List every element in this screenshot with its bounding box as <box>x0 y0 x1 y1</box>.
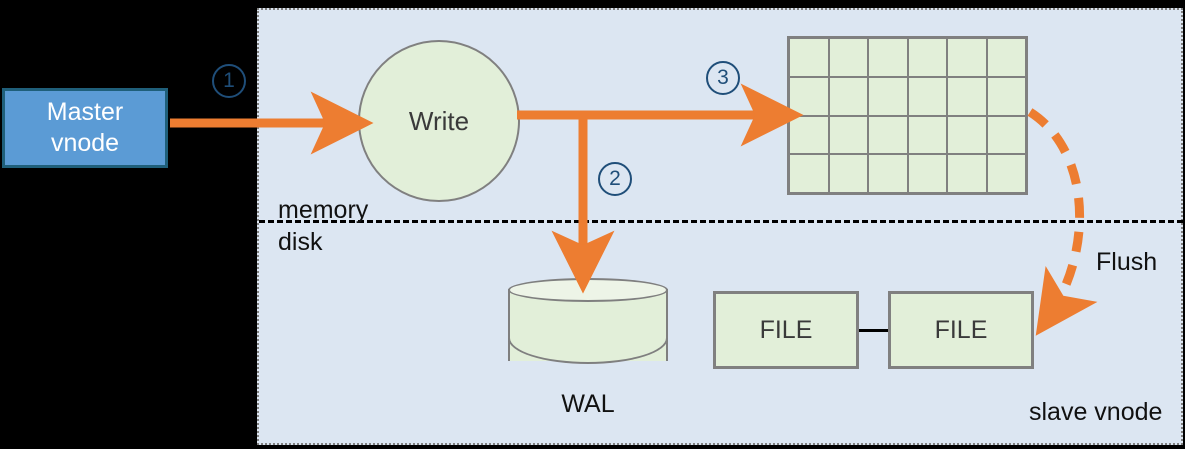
master-vnode-label-line2: vnode <box>50 129 120 157</box>
wal-cylinder <box>508 278 668 372</box>
wal-label: WAL <box>561 390 615 418</box>
write-node: Write <box>358 40 520 202</box>
memory-table-cell <box>869 116 907 154</box>
memory-table-cell <box>908 155 946 192</box>
memory-table-cell <box>790 77 828 115</box>
memory-table-cell <box>948 77 986 115</box>
memory-table-cell <box>829 77 867 115</box>
memory-table-cell <box>829 155 867 192</box>
memory-table-cell <box>908 77 946 115</box>
file-box-1-label: FILE <box>759 315 813 344</box>
memory-region-label: memory <box>278 196 369 224</box>
file-box-2: FILE <box>888 291 1034 369</box>
memory-table-cell <box>829 116 867 154</box>
memory-table-cell <box>790 39 828 76</box>
step-number-2: 2 <box>598 162 632 196</box>
slave-vnode-label: slave vnode <box>1029 398 1163 426</box>
file-box-1: FILE <box>713 291 859 369</box>
write-node-label: Write <box>408 105 470 136</box>
master-vnode-box: Master vnode <box>2 88 168 168</box>
memory-table-cell <box>987 116 1025 154</box>
memory-table-grid <box>787 36 1028 195</box>
step-number-3: 3 <box>706 61 740 95</box>
memory-table-cell <box>908 39 946 76</box>
memory-table-cell <box>790 116 828 154</box>
step-number-1: 1 <box>212 64 246 98</box>
file-box-2-label: FILE <box>934 315 988 344</box>
memory-table-cell <box>790 155 828 192</box>
memory-table-cell <box>869 77 907 115</box>
memory-disk-divider <box>259 220 1183 223</box>
memory-table-cell <box>987 77 1025 115</box>
memory-table-cell <box>869 155 907 192</box>
memory-table-cell <box>948 155 986 192</box>
wal-cylinder-top <box>508 278 668 302</box>
memory-table-cell <box>948 116 986 154</box>
memory-table-cell <box>948 39 986 76</box>
memory-table-cell <box>829 39 867 76</box>
memory-table-cell <box>987 39 1025 76</box>
memory-table-cell <box>869 39 907 76</box>
file-connector-line <box>859 329 889 332</box>
flush-label: Flush <box>1096 248 1158 276</box>
disk-region-label: disk <box>278 228 323 256</box>
memory-table-cell <box>987 155 1025 192</box>
memory-table-cell <box>908 116 946 154</box>
master-vnode-label-line1: Master <box>46 97 124 126</box>
